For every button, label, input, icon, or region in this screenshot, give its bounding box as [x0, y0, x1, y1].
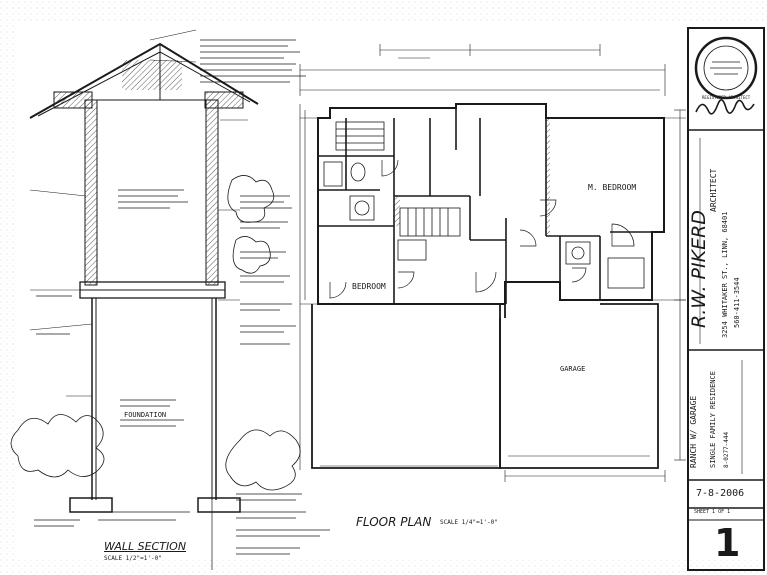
floor-plan — [299, 44, 686, 482]
architect-role: ARCHITECT — [709, 168, 718, 212]
paper-grain-top — [0, 0, 767, 22]
sheet-label: SHEET 1 OF 1 — [694, 509, 731, 515]
seal-text: REGISTERED ARCHITECT — [702, 95, 751, 100]
wall-section-scale: SCALE 1/2"=1'-0" — [104, 555, 162, 562]
project-number: 8-0277-444 — [723, 431, 730, 468]
room-label-master-bedroom: M. BEDROOM — [588, 183, 637, 192]
project-subtitle: SINGLE FAMILY RESIDENCE — [709, 371, 717, 468]
architect-firm: R.W. PIKERD — [688, 210, 710, 328]
room-label-bedroom: BEDROOM — [352, 282, 386, 291]
architect-seal — [694, 36, 758, 100]
plan-scale: SCALE 1/4"=1'-0" — [440, 519, 498, 526]
architect-address: 3254 WHITAKER ST., LINN, 68401 — [721, 211, 729, 338]
drawing-date: 7-8-2006 — [696, 488, 745, 499]
wall-section-detail — [10, 29, 330, 570]
project-title: RANCH W/ GARAGE — [689, 395, 698, 468]
title-block-frame — [687, 27, 765, 571]
foundation-note: FOUNDATION — [124, 411, 167, 419]
architect-phone: 560-411-3544 — [733, 277, 741, 328]
wall-section-title: WALL SECTION — [104, 540, 187, 553]
room-label-garage: GARAGE — [560, 365, 586, 373]
paper-grain-left — [0, 0, 16, 575]
paper-grain-bottom — [0, 560, 767, 575]
plan-title: FLOOR PLAN — [356, 515, 432, 529]
signature-scrawl — [695, 99, 755, 115]
sheet-number: 1 — [714, 521, 741, 565]
